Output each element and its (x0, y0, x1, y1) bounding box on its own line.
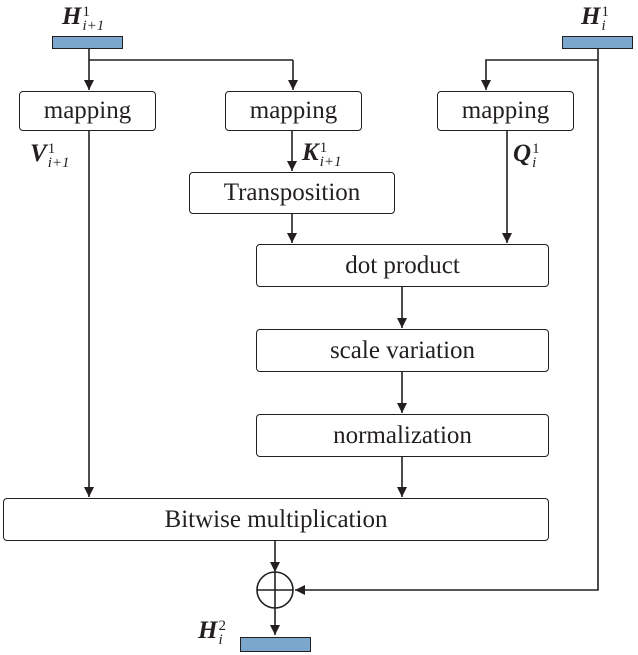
normalization-box: normalization (256, 414, 549, 457)
mapping-k-box: mapping (225, 91, 362, 131)
mapping-v-box: mapping (19, 91, 156, 131)
h-output-tensor (240, 637, 311, 652)
h-next-tensor (52, 36, 123, 49)
h-curr-tensor (562, 36, 633, 49)
mapping-q-box: mapping (437, 91, 574, 131)
transposition-box: Transposition (189, 172, 395, 214)
bitwise-multiplication-box: Bitwise multiplication (3, 498, 549, 541)
dot-product-box: dot product (256, 244, 549, 287)
add-operator-icon (256, 571, 294, 609)
residual-connection (295, 60, 599, 595)
scale-variation-box: scale variation (256, 329, 549, 372)
arrow-to-mapping-q (481, 59, 598, 90)
